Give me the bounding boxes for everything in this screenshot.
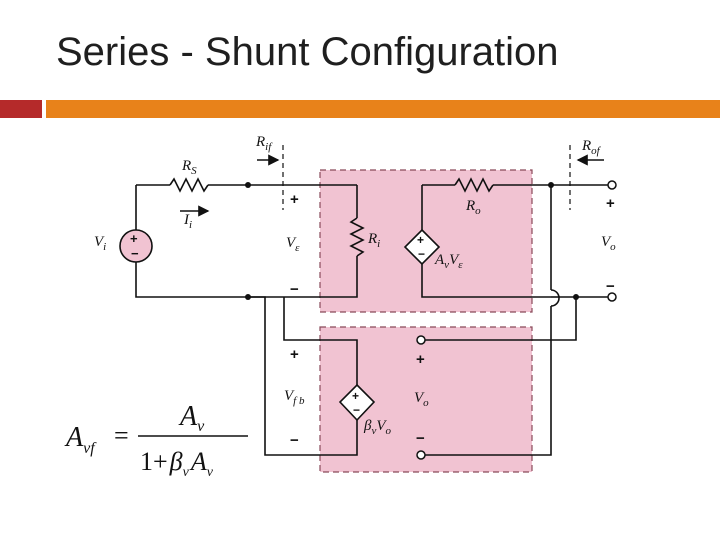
beta-vo-label: βvVo bbox=[363, 418, 392, 437]
rof-label: Rof bbox=[581, 138, 602, 157]
ve-plus: + bbox=[290, 191, 299, 208]
vfb-label: Vf b bbox=[284, 388, 305, 407]
slide-title: Series - Shunt Configuration bbox=[56, 30, 559, 74]
ve-label: Vε bbox=[286, 235, 300, 254]
amplifier-dependent-source bbox=[403, 228, 441, 266]
ve-minus: − bbox=[290, 281, 299, 298]
feedback-terminal-plus bbox=[416, 335, 426, 345]
vfb-minus: − bbox=[290, 432, 299, 449]
equation-numerator: Av bbox=[178, 401, 205, 435]
vi-label: Vi bbox=[94, 234, 106, 253]
ii-label: Ii bbox=[183, 212, 192, 231]
equation-lhs: Avf bbox=[64, 422, 97, 457]
ri-resistor bbox=[349, 217, 365, 257]
beta-source-minus: − bbox=[353, 403, 360, 417]
vo-output-plus: + bbox=[606, 195, 615, 212]
vfb-plus: + bbox=[290, 346, 299, 363]
accent-bar-top bbox=[46, 100, 720, 118]
feedback-terminal-minus bbox=[416, 450, 426, 460]
ro-label: Ro bbox=[465, 198, 481, 217]
beta-source-plus: + bbox=[352, 389, 359, 403]
equation-equals: = bbox=[114, 421, 129, 450]
output-terminal-plus bbox=[607, 180, 617, 190]
input-voltage-source bbox=[119, 229, 153, 263]
vi-source-minus: − bbox=[131, 246, 139, 261]
feedback-dependent-source bbox=[338, 383, 376, 422]
output-terminal-minus bbox=[607, 292, 617, 302]
av-source-minus: − bbox=[418, 247, 425, 261]
junction-dot bbox=[245, 294, 251, 300]
rs-resistor bbox=[169, 177, 209, 193]
rif-label: Rif bbox=[255, 134, 273, 153]
vo-feedback-label: Vo bbox=[414, 390, 429, 409]
junction-dot bbox=[573, 294, 579, 300]
ri-label: Ri bbox=[367, 231, 380, 250]
av-source-plus: + bbox=[417, 233, 424, 247]
vo-output-minus: − bbox=[606, 278, 615, 295]
junction-dot bbox=[245, 182, 251, 188]
accent-bar-left bbox=[0, 100, 42, 118]
equation-denominator: 1+βvAv bbox=[140, 447, 214, 480]
vo-feedback-plus: + bbox=[416, 351, 425, 368]
rs-label: RS bbox=[181, 158, 197, 177]
gain-equation: Avf = Av 1+βvAv bbox=[64, 401, 248, 480]
vi-source-plus: + bbox=[130, 231, 138, 246]
av-ve-label: AvVε bbox=[434, 252, 463, 271]
vo-output-label: Vo bbox=[601, 234, 616, 253]
ro-resistor bbox=[454, 177, 494, 193]
vo-feedback-minus: − bbox=[416, 430, 425, 447]
junction-dot bbox=[548, 182, 554, 188]
